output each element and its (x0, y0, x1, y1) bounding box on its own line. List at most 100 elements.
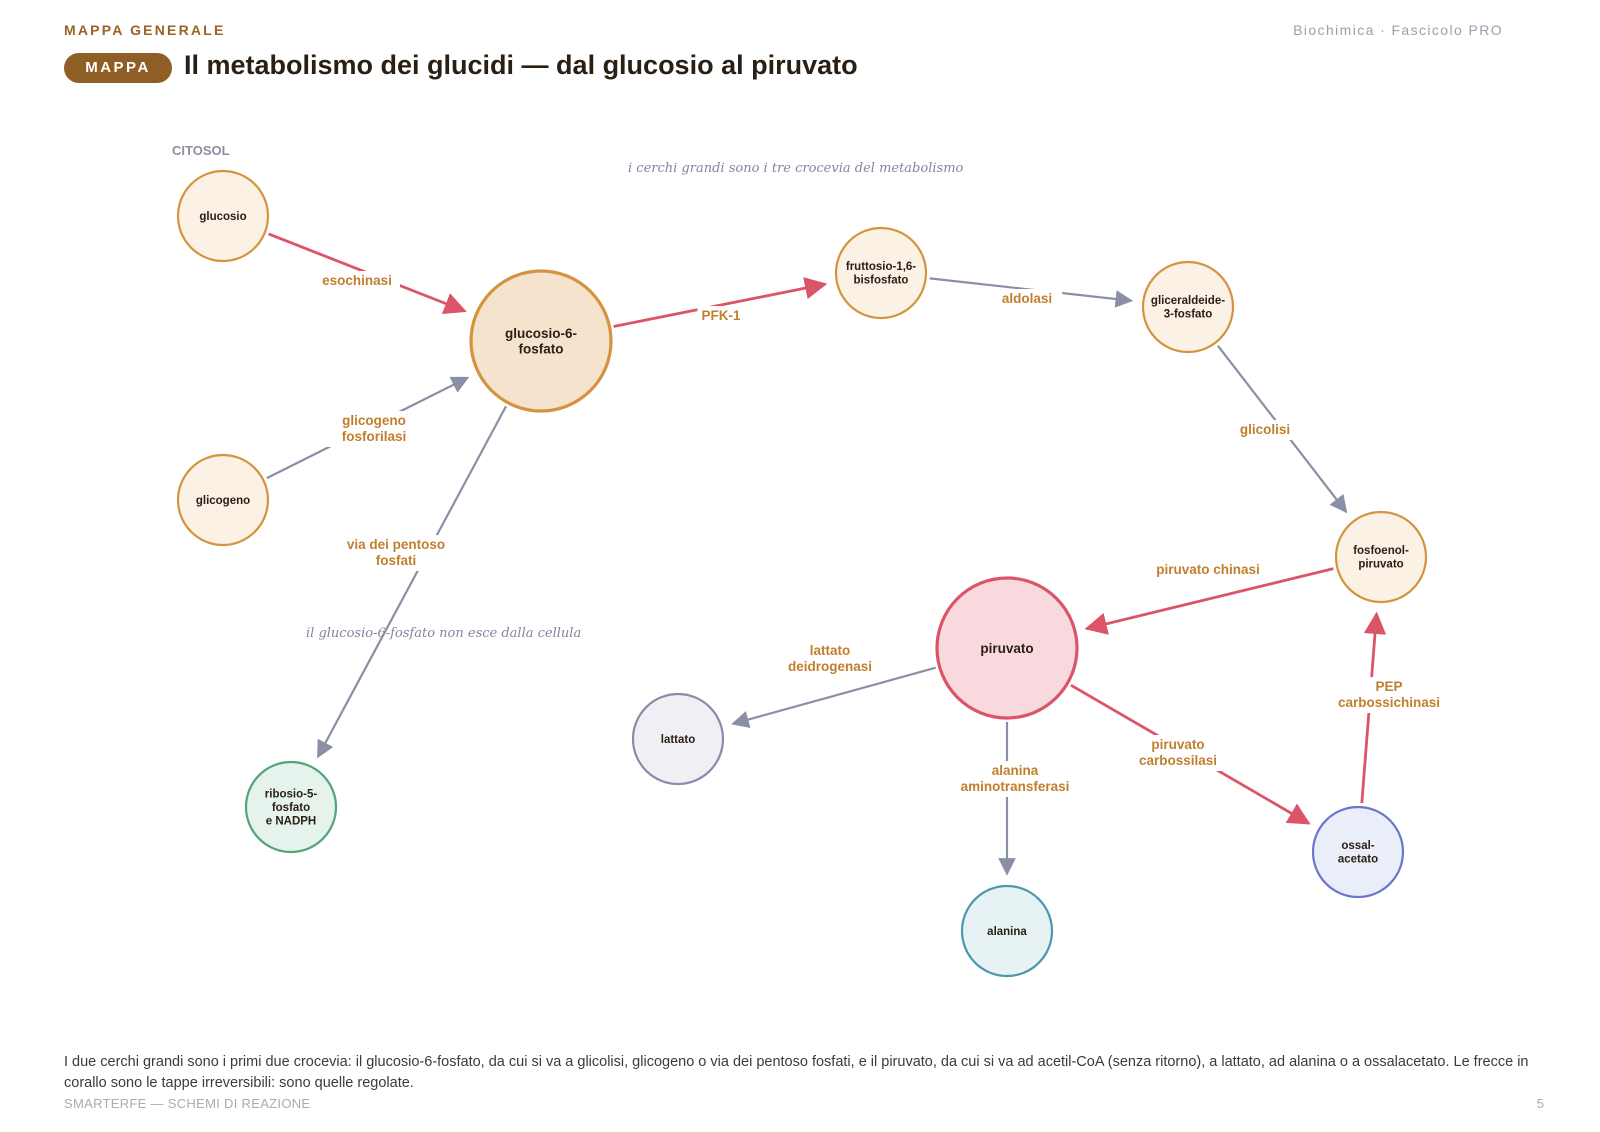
node-label-line: piruvato (980, 641, 1033, 656)
node-label: gliceraldeide- 3-fosfato (1151, 295, 1225, 321)
node-gap: gliceraldeide- 3-fosfato (1141, 260, 1235, 354)
enzyme-label-line: aldolasi (1002, 291, 1052, 306)
enzyme-label-g6p-f16bp: PFK-1 (701, 308, 740, 323)
node-circle (176, 453, 270, 547)
node-label-line: bisfosfato (854, 275, 909, 287)
node-glucosio: glucosio (176, 169, 270, 263)
page-title: Il metabolismo dei glucidi — dal glucosi… (184, 50, 858, 80)
caption: I due cerchi grandi sono i primi due cro… (64, 1054, 1529, 1091)
enzyme-label-glucosio-g6p: esochinasi (322, 273, 392, 288)
node-circle (244, 760, 338, 854)
enzyme-label-line: via dei pentoso (347, 537, 445, 552)
note-crossroads: i cerchi grandi sono i tre crocevia del … (628, 161, 964, 176)
node-label-line: fosfato (272, 802, 310, 814)
note-g6p: il glucosio-6-fosfato non esce dalla cel… (306, 626, 581, 641)
enzyme-label-line: PEP (1375, 679, 1402, 694)
edge-label-background (1127, 735, 1229, 771)
node-label-line: fosfoenol- (1353, 545, 1409, 557)
enzyme-label-gap-pep: glicolisi (1240, 422, 1290, 437)
node-label-line: ribosio-5- (265, 788, 318, 800)
enzyme-label-line: carbossilasi (1139, 753, 1217, 768)
enzyme-label-line: lattato (810, 643, 851, 658)
region-label-citosol: CITOSOL (172, 143, 230, 158)
node-lattato: lattato (631, 692, 725, 786)
edge-g6p-to-f16bp (613, 277, 828, 328)
map-badge: MAPPA (64, 53, 172, 83)
node-g6p: glucosio-6-fosfato (469, 269, 613, 413)
node-label-line: glucosio (199, 211, 246, 223)
enzyme-label-line: esochinasi (322, 273, 392, 288)
edge-label-background (948, 761, 1082, 797)
enzyme-label-line: glicogeno (342, 413, 406, 428)
enzyme-label-line: fosforilasi (342, 429, 407, 444)
node-label: glucosio-6-fosfato (505, 326, 577, 357)
edge-g6p-to-r5p (316, 405, 507, 759)
node-alanina: alanina (960, 884, 1054, 978)
enzyme-label-f16bp-gap: aldolasi (1002, 291, 1052, 306)
node-label: fruttosio-1,6- bisfosfato (846, 261, 916, 287)
node-label: alanina (987, 926, 1027, 938)
edge-label-background (333, 535, 459, 571)
node-label: lattato (661, 734, 696, 746)
edge-label-background (1225, 420, 1305, 440)
edge-label-background (991, 289, 1063, 309)
enzyme-label-line: carbossichinasi (1338, 695, 1440, 710)
node-label-line: e NADPH (266, 815, 316, 827)
edge-piruvato-to-lattato (731, 666, 936, 729)
node-label-line: piruvato (1358, 559, 1403, 571)
node-circle (631, 692, 725, 786)
node-label-line: ossal- (1341, 840, 1374, 852)
node-label-line: glicogeno (196, 495, 250, 507)
edge-pep-to-piruvato (1084, 567, 1334, 635)
node-circle (834, 226, 928, 320)
node-label: glicogeno (196, 495, 250, 507)
enzyme-label-line: PFK-1 (701, 308, 740, 323)
section-label: MAPPA GENERALE (64, 22, 226, 38)
edge-label-background (779, 641, 881, 677)
node-label-line: fosfato (519, 342, 564, 357)
enzyme-label-line: alanina (992, 763, 1039, 778)
node-circle (469, 269, 613, 413)
node-circle (935, 576, 1079, 720)
node-oaa: ossal-acetato (1311, 805, 1405, 899)
edge-label-background (697, 306, 745, 326)
node-label: glucosio (199, 211, 246, 223)
footer-series: SMARTERFE — SCHEMI DI REAZIONE (64, 1096, 311, 1111)
node-piruvato: piruvato (935, 576, 1079, 720)
node-label: ossal-acetato (1338, 840, 1378, 866)
enzyme-label-line: aminotransferasi (961, 779, 1070, 794)
node-label-line: 3-fosfato (1164, 309, 1213, 321)
edge-label-background (314, 271, 400, 291)
edge-label-background (1141, 560, 1275, 580)
node-label-line: acetato (1338, 854, 1378, 866)
node-circle (176, 169, 270, 263)
node-circle (1141, 260, 1235, 354)
edge-label-background (327, 411, 421, 447)
node-f16bp: fruttosio-1,6- bisfosfato (834, 226, 928, 320)
node-pep: fosfoenol-piruvato (1334, 510, 1428, 604)
node-label-line: gliceraldeide- (1151, 295, 1225, 307)
node-circle (1334, 510, 1428, 604)
node-label-line: alanina (987, 926, 1027, 938)
enzyme-label-line: fosfati (376, 553, 417, 568)
node-glicogeno: glicogeno (176, 453, 270, 547)
node-label: piruvato (980, 641, 1033, 656)
enzyme-label-line: piruvato chinasi (1156, 562, 1260, 577)
page-number: 5 (1536, 1096, 1544, 1111)
enzyme-label-line: glicolisi (1240, 422, 1290, 437)
node-label-line: lattato (661, 734, 696, 746)
enzyme-label-pep-piruvato: piruvato chinasi (1156, 562, 1260, 577)
enzyme-label-line: deidrogenasi (788, 659, 872, 674)
node-label-line: glucosio-6- (505, 326, 577, 341)
book-label: Biochimica · Fascicolo PRO (1293, 22, 1503, 38)
node-label-line: fruttosio-1,6- (846, 261, 916, 273)
edge-label-background (1326, 677, 1452, 713)
enzyme-label-line: piruvato (1151, 737, 1204, 752)
node-label: fosfoenol-piruvato (1353, 545, 1409, 571)
